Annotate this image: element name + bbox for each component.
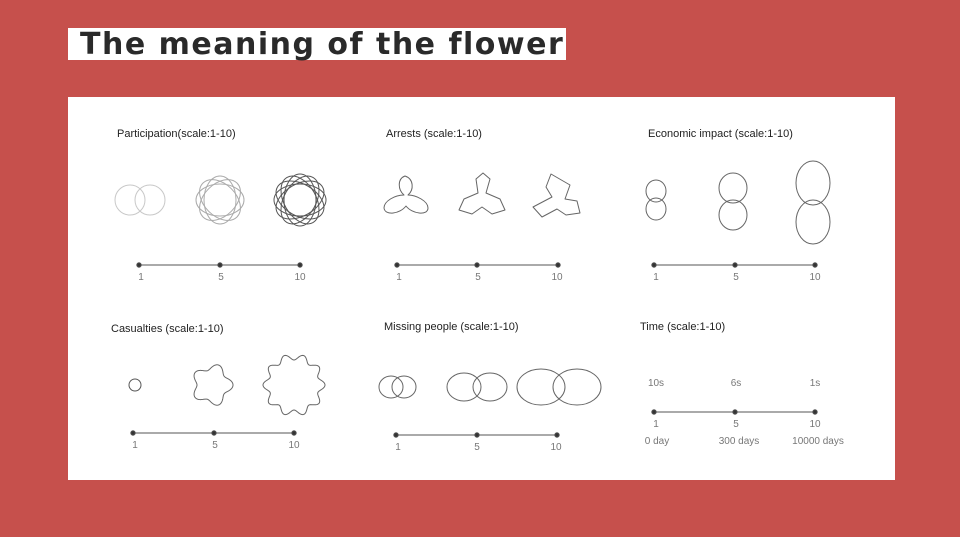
- economic-flower-10: [795, 160, 831, 245]
- arrests-flower-10: [532, 173, 581, 218]
- participation-flower-10: [273, 173, 327, 227]
- arrests-scale-mid: 5: [475, 272, 481, 283]
- participation-scale-min: 1: [138, 272, 144, 283]
- casualties-scale-max: 10: [288, 440, 300, 451]
- missing-flower-1: [378, 375, 417, 399]
- arrests-flower-1: [383, 175, 429, 214]
- arrests-flower-5: [458, 172, 506, 215]
- arrests-scale-max: 10: [551, 272, 563, 283]
- time-scale-max: 10: [809, 419, 821, 430]
- economic-flower-1: [645, 179, 667, 221]
- time-title: Time (scale:1-10): [640, 321, 726, 333]
- legend-graphics: [114, 160, 831, 438]
- casualties-scale-line: [130, 430, 297, 436]
- time-days-mid: 300 days: [718, 436, 760, 447]
- economic-scale-line: [651, 262, 818, 268]
- economic-impact-title: Economic impact (scale:1-10): [648, 128, 793, 140]
- time-days-min: 0 day: [644, 436, 670, 447]
- arrests-title: Arrests (scale:1-10): [386, 128, 482, 140]
- participation-title: Participation(scale:1-10): [117, 128, 236, 140]
- missing-scale-min: 1: [395, 442, 401, 453]
- economic-scale-min: 1: [653, 272, 659, 283]
- missing-scale-line: [393, 432, 560, 438]
- slide-title: The meaning of the flower: [80, 27, 565, 62]
- missing-scale-max: 10: [550, 442, 562, 453]
- arrests-scale-line: [394, 262, 561, 268]
- time-duration-10: 1s: [809, 378, 821, 389]
- casualties-flower-10: [262, 354, 326, 416]
- participation-scale-mid: 5: [218, 272, 224, 283]
- economic-scale-max: 10: [809, 272, 821, 283]
- casualties-flower-1: [128, 378, 142, 392]
- missing-flower-5: [446, 372, 508, 402]
- time-days-max: 10000 days: [792, 436, 844, 447]
- economic-flower-5: [718, 172, 748, 231]
- participation-scale-max: 10: [294, 272, 306, 283]
- time-duration-1: 10s: [647, 378, 665, 389]
- casualties-scale-mid: 5: [212, 440, 218, 451]
- arrests-scale-min: 1: [396, 272, 402, 283]
- participation-flower-5: [195, 175, 245, 225]
- legend-panel: Participation(scale:1-10) Arrests (scale…: [68, 97, 895, 480]
- casualties-title: Casualties (scale:1-10): [111, 323, 224, 335]
- participation-scale-line: [136, 262, 303, 268]
- time-duration-5: 6s: [730, 378, 742, 389]
- missing-scale-mid: 5: [474, 442, 480, 453]
- casualties-scale-min: 1: [132, 440, 138, 451]
- economic-scale-mid: 5: [733, 272, 739, 283]
- casualties-flower-5: [193, 364, 234, 406]
- time-scale-mid: 5: [733, 419, 739, 430]
- missing-flower-10: [516, 368, 602, 406]
- missing-people-title: Missing people (scale:1-10): [384, 321, 519, 333]
- time-scale-min: 1: [653, 419, 659, 430]
- participation-flower-1: [114, 184, 166, 216]
- time-scale-line: [651, 409, 818, 415]
- title-banner: The meaning of the flower: [68, 27, 566, 62]
